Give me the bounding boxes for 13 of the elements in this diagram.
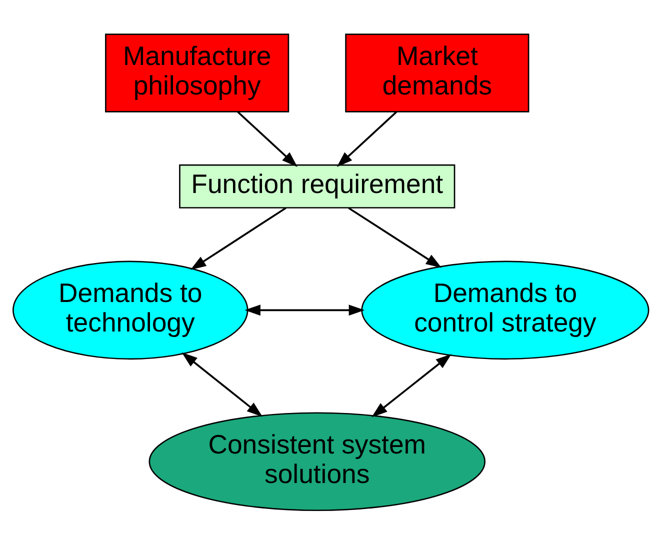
node-box: Market demands <box>345 34 530 112</box>
arrow <box>182 352 263 417</box>
arrow <box>336 111 398 167</box>
arrow <box>348 207 442 268</box>
node-ellipse: Demands to technology <box>12 260 248 360</box>
arrow <box>372 354 452 418</box>
arrow <box>237 111 298 167</box>
arrow <box>244 304 365 316</box>
node-ellipse: Demands to control strategy <box>361 260 650 360</box>
arrow <box>190 207 286 270</box>
node-ellipse: Consistent system solutions <box>148 412 486 512</box>
node-box: Function requirement <box>179 164 456 208</box>
node-box: Manufacture philosophy <box>105 34 290 112</box>
